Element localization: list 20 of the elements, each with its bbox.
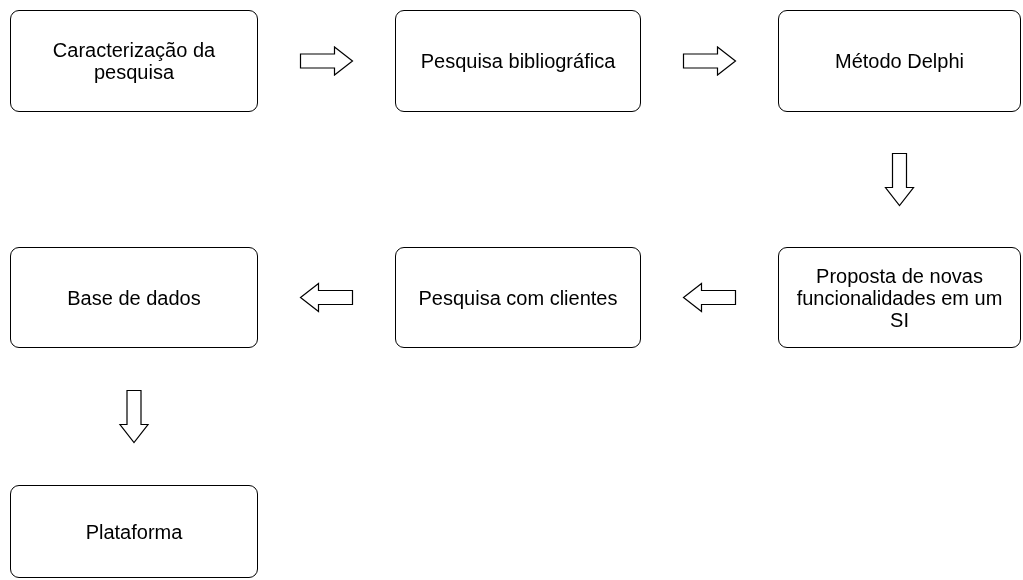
box-label: Método Delphi [835,50,964,72]
process-box [10,247,258,348]
block-arrow [682,45,737,77]
block-arrow [884,152,915,207]
box-label: Base de dados [67,286,201,309]
block-arrow [299,45,354,77]
process-box [778,10,1021,112]
process-box [395,10,641,112]
process-box [10,485,258,578]
box-label: Caracterização da pesquisa [51,39,217,83]
block-arrow [682,282,737,313]
process-box [10,10,258,112]
box-label: Pesquisa bibliográfica [420,50,616,72]
box-label: Pesquisa com clientes [418,286,618,309]
box-label: Proposta de novas funcionalidades em um SI [795,264,1004,331]
process-box [395,247,641,348]
block-arrow [118,389,150,444]
process-box [778,247,1021,348]
box-label: Plataforma [85,520,183,543]
block-arrow [299,282,354,313]
